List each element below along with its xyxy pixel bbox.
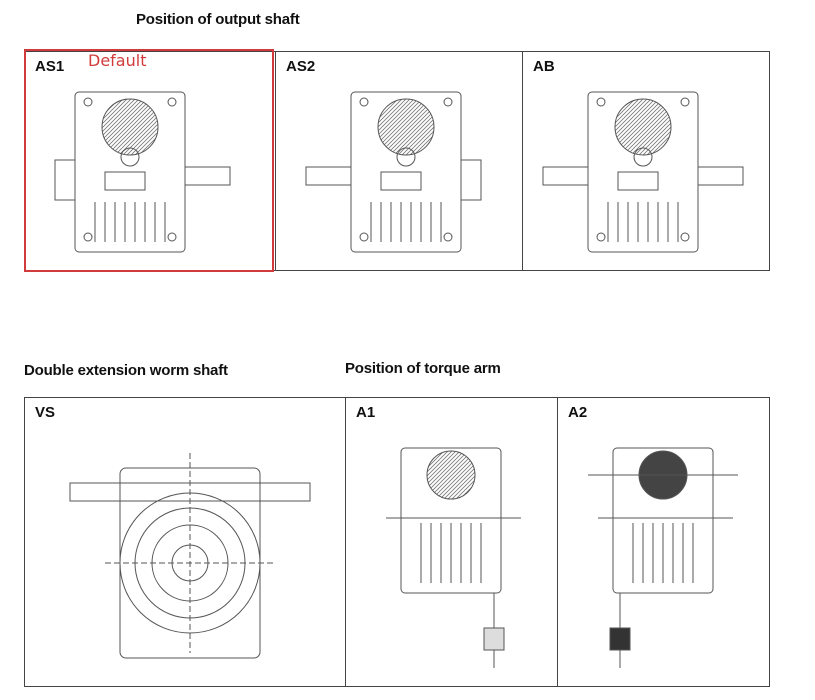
- gearbox-as2-drawing: [301, 72, 491, 262]
- bottom-frame: VS A1: [24, 397, 770, 687]
- cell-as1: AS1: [25, 52, 275, 270]
- a1-label: A1: [356, 404, 376, 421]
- torque-arm-title: Position of torque arm: [345, 360, 501, 377]
- cell-a2: A2: [557, 398, 769, 686]
- torque-arm-a1-drawing: [376, 423, 526, 673]
- worm-shaft-vs-drawing: [65, 443, 315, 663]
- cell-ab: AB: [522, 52, 769, 270]
- gearbox-as1-drawing: [50, 72, 240, 262]
- as1-label: AS1: [35, 58, 65, 75]
- vs-label: VS: [35, 404, 56, 421]
- a2-label: A2: [568, 404, 588, 421]
- cell-vs: VS: [25, 398, 345, 686]
- cell-a1: A1: [345, 398, 557, 686]
- torque-arm-a2-drawing: [588, 423, 738, 673]
- worm-shaft-title: Double extension worm shaft: [24, 362, 228, 379]
- default-badge: Default: [88, 51, 147, 70]
- output-shaft-frame: AS1 AS2: [24, 51, 770, 271]
- cell-as2: AS2: [275, 52, 522, 270]
- ab-label: AB: [533, 58, 555, 75]
- output-shaft-title: Position of output shaft: [136, 11, 300, 28]
- as2-label: AS2: [286, 58, 316, 75]
- default-highlight-box: [24, 49, 274, 272]
- gearbox-ab-drawing: [538, 72, 748, 262]
